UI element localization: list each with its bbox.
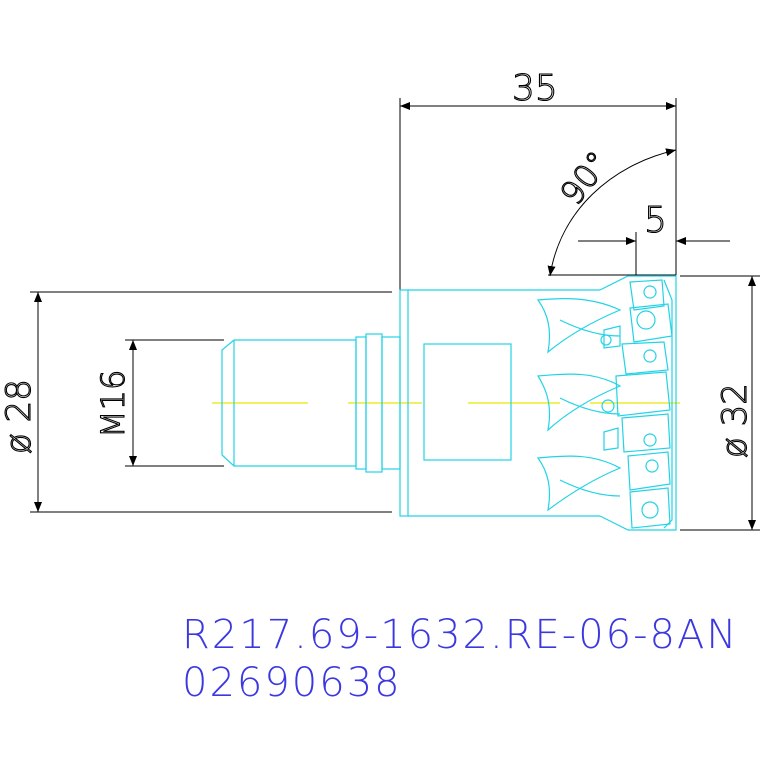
part-number-label: 02690638 [182, 660, 402, 706]
part-code-label: R217.69-1632.RE-06-8AN [182, 612, 739, 658]
dim-length-text: 35 [512, 68, 558, 109]
tool-body [221, 275, 677, 531]
dimension-lines [30, 98, 760, 531]
dim-shank-diameter-text: ø 28 [0, 379, 39, 454]
dim-angle-text: 90° [552, 144, 617, 212]
dim-thread-text: M16 [94, 370, 132, 438]
dim-depth-text: 5 [644, 200, 667, 241]
dim-cutter-diameter-text: ø 32 [715, 383, 755, 458]
